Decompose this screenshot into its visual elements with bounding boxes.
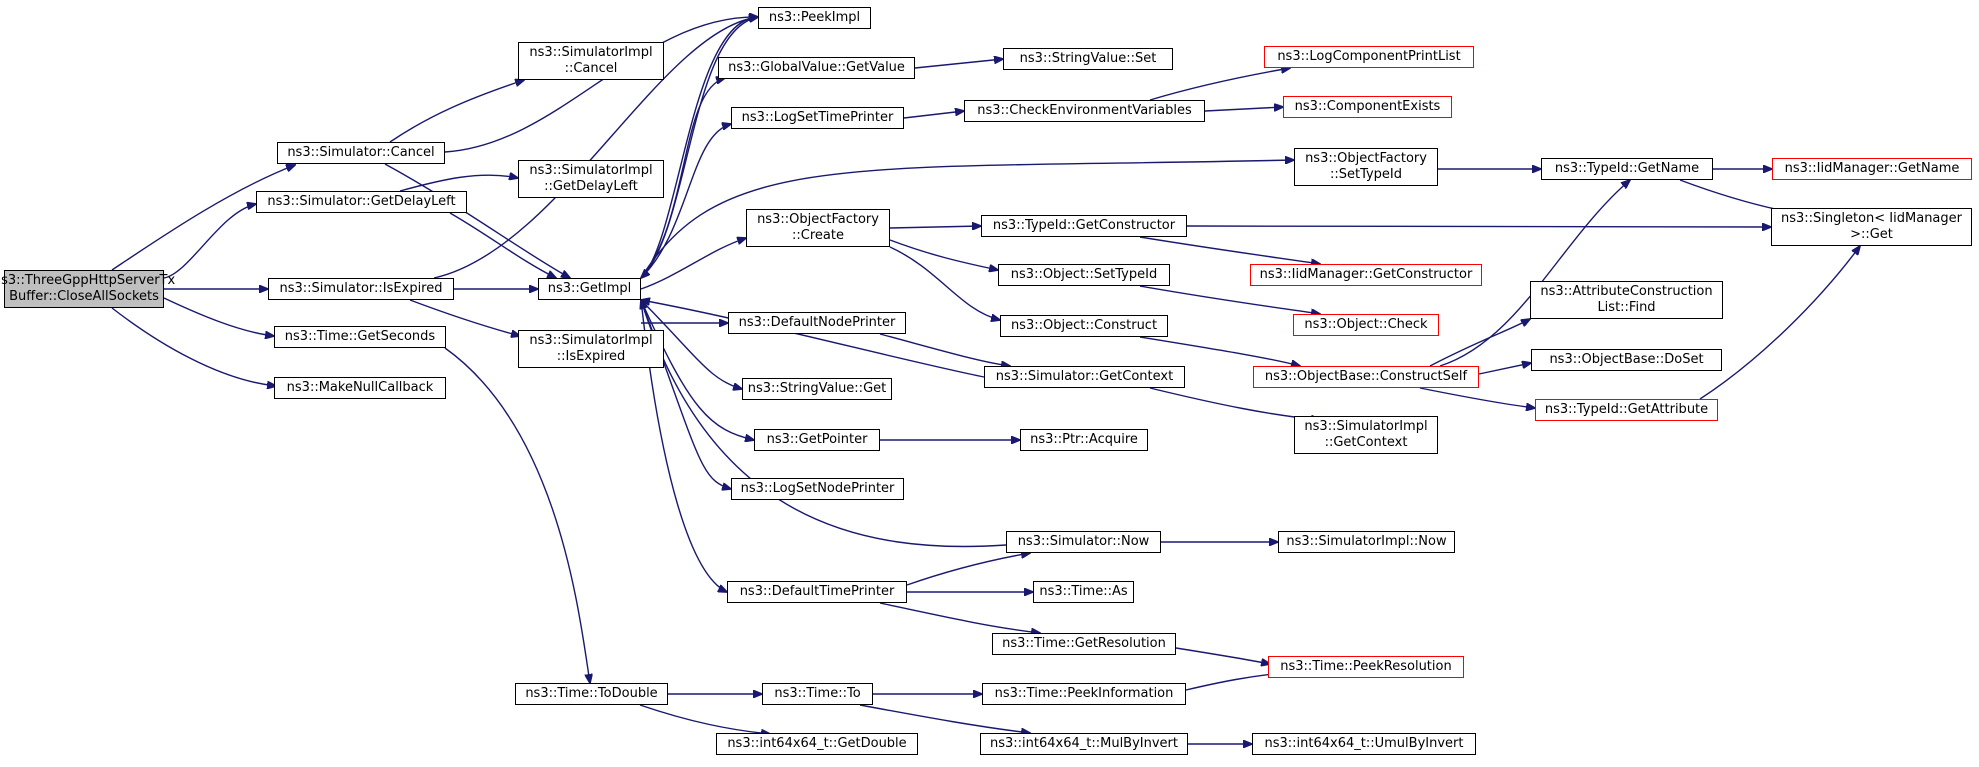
edge-time-to-int64-mulbyinvert — [859, 704, 1030, 733]
edge-getimpl-objectfactory-create — [640, 238, 746, 290]
node-makenullcallback[interactable]: ns3::MakeNullCallback — [274, 377, 446, 399]
edge-object-settypeid-object-check — [1139, 285, 1320, 314]
node-simulatorimpl-now[interactable]: ns3::SimulatorImpl::Now — [1278, 531, 1455, 553]
edge-getimpl-globalvalue-getvalue — [640, 78, 725, 279]
edge-root-makenullcallback — [111, 307, 276, 386]
node-time-peekresolution[interactable]: ns3::Time::PeekResolution — [1268, 656, 1464, 678]
node-ptr-acquire[interactable]: ns3::Ptr::Acquire — [1020, 429, 1148, 451]
edge-peekimpl-getimpl — [641, 16, 759, 278]
node-objectfactory-create[interactable]: ns3::ObjectFactory ::Create — [746, 209, 890, 247]
node-simulator-cancel[interactable]: ns3::Simulator::Cancel — [277, 142, 445, 164]
edge-globalvalue-getvalue-stringvalue-set — [914, 59, 1003, 69]
edge-sim-getdelayleft-simimpl-getdelayleft — [399, 175, 518, 192]
node-int64x64-mulbyinvert[interactable]: ns3::int64x64_t::MulByInvert — [980, 733, 1188, 755]
node-objectfactory-settypeid[interactable]: ns3::ObjectFactory ::SetTypeId — [1294, 148, 1438, 186]
node-stringvalue-set[interactable]: ns3::StringValue::Set — [1003, 48, 1173, 70]
edge-object-construct-objectbase-constructself — [1139, 336, 1300, 366]
edge-root-sim-getdelayleft — [163, 204, 256, 279]
node-objectbase-doset[interactable]: ns3::ObjectBase::DoSet — [1531, 349, 1722, 371]
node-simulatorimpl-getdelayleft[interactable]: ns3::SimulatorImpl ::GetDelayLeft — [518, 160, 664, 198]
edge-root-time-getseconds — [163, 297, 274, 336]
node-getimpl[interactable]: ns3::GetImpl — [538, 278, 641, 300]
node-globalvalue-getvalue[interactable]: ns3::GlobalValue::GetValue — [718, 57, 915, 79]
node-iidmanager-getconstructor[interactable]: ns3::IidManager::GetConstructor — [1250, 264, 1482, 286]
node-object-check[interactable]: ns3::Object::Check — [1293, 314, 1439, 336]
edge-root-sim-cancel — [111, 165, 295, 271]
edge-objectbase-constructself-attrconstruction-find — [1429, 319, 1530, 367]
edge-sim-getcontext-getimpl — [641, 300, 985, 378]
edge-objectbase-constructself-objectbase-doset — [1478, 363, 1531, 375]
node-logsettimeprinter[interactable]: ns3::LogSetTimePrinter — [731, 107, 904, 129]
node-iidmanager-getname[interactable]: ns3::IidManager::GetName — [1772, 158, 1972, 180]
node-simulator-getcontext[interactable]: ns3::Simulator::GetContext — [984, 366, 1185, 388]
edge-getimpl-objectfactory-settypeid — [640, 160, 1294, 279]
node-typeid-getname[interactable]: ns3::TypeId::GetName — [1541, 158, 1713, 180]
node-typeid-getconstructor[interactable]: ns3::TypeId::GetConstructor — [981, 215, 1187, 237]
edge-defaulttimeprinter-sim-now — [906, 553, 1030, 586]
edge-sim-isexpired-simimpl-isexpired — [409, 299, 520, 336]
node-simulatorimpl-getcontext[interactable]: ns3::SimulatorImpl ::GetContext — [1294, 416, 1438, 454]
node-typeid-getattribute[interactable]: ns3::TypeId::GetAttribute — [1535, 399, 1718, 421]
edge-checkenv-componentexists — [1204, 107, 1283, 112]
node-time-to[interactable]: ns3::Time::To — [762, 683, 873, 705]
edge-typeid-getconstructor-iidmanager-getconstructor — [1139, 236, 1320, 264]
node-stringvalue-get[interactable]: ns3::StringValue::Get — [742, 378, 892, 400]
node-checkenvironmentvariables[interactable]: ns3::CheckEnvironmentVariables — [964, 100, 1205, 122]
node-object-construct[interactable]: ns3::Object::Construct — [1000, 315, 1168, 337]
edge-sim-isexpired-peekimpl — [433, 17, 758, 279]
edge-objectfactory-create-typeid-getconstructor — [889, 226, 981, 228]
node-logsetnodeprinter[interactable]: ns3::LogSetNodePrinter — [731, 478, 904, 500]
node-simulator-getdelayleft[interactable]: ns3::Simulator::GetDelayLeft — [256, 191, 467, 213]
edge-getimpl-logsettimeprinter — [640, 124, 731, 279]
edge-sim-cancel-getimpl — [384, 163, 570, 278]
edge-defaultnodeprinter-sim-getcontext — [879, 333, 1010, 366]
edge-objectfactory-create-object-settypeid — [889, 239, 998, 270]
edge-sim-now-getimpl — [641, 300, 1007, 548]
edge-defaulttimeprinter-time-getresolution — [879, 602, 1040, 633]
edge-objectfactory-create-object-construct — [889, 246, 1000, 320]
node-attributeconstructionlist-find[interactable]: ns3::AttributeConstruction List::Find — [1530, 281, 1723, 319]
node-defaulttimeprinter[interactable]: ns3::DefaultTimePrinter — [727, 581, 907, 603]
node-defaultnodeprinter[interactable]: ns3::DefaultNodePrinter — [728, 312, 906, 334]
node-simulator-isexpired[interactable]: ns3::Simulator::IsExpired — [268, 278, 454, 300]
edge-sim-cancel-peekimpl — [444, 17, 758, 153]
node-objectbase-constructself[interactable]: ns3::ObjectBase::ConstructSelf — [1253, 366, 1479, 388]
node-simulatorimpl-cancel[interactable]: ns3::SimulatorImpl ::Cancel — [518, 42, 664, 80]
node-getpointer[interactable]: ns3::GetPointer — [754, 429, 880, 451]
node-int64x64-getdouble[interactable]: ns3::int64x64_t::GetDouble — [716, 733, 918, 755]
edge-getimpl-stringvalue-get — [640, 299, 742, 389]
edge-typeid-getconstructor-singleton-get — [1186, 226, 1771, 227]
edge-sim-cancel-simimpl-cancel — [389, 80, 524, 143]
node-object-settypeid[interactable]: ns3::Object::SetTypeId — [998, 264, 1170, 286]
node-componentexists[interactable]: ns3::ComponentExists — [1283, 96, 1452, 118]
edge-sim-getdelayleft-getimpl — [449, 212, 556, 278]
node-simulatorimpl-isexpired[interactable]: ns3::SimulatorImpl ::IsExpired — [518, 330, 664, 368]
node-time-as[interactable]: ns3::Time::As — [1033, 581, 1134, 603]
edge-time-todouble-int64-getdouble — [639, 704, 770, 734]
node-time-getresolution[interactable]: ns3::Time::GetResolution — [992, 633, 1176, 655]
node-logcomponentprintlist[interactable]: ns3::LogComponentPrintList — [1264, 46, 1474, 68]
edge-time-getseconds-time-todouble — [444, 347, 590, 683]
edge-checkenv-logcomponentprintlist — [1149, 68, 1290, 101]
node-threegpphttpservertxbuffer-closeallsockets[interactable]: ns3::ThreeGppHttpServerTx Buffer::CloseA… — [0, 270, 175, 308]
edge-typeid-getattribute-singleton-get — [1699, 246, 1860, 400]
edge-objectbase-constructself-typeid-getattribute — [1419, 387, 1535, 408]
node-int64x64-umulbyinvert[interactable]: ns3::int64x64_t::UmulByInvert — [1252, 733, 1476, 755]
node-simulator-now[interactable]: ns3::Simulator::Now — [1006, 531, 1161, 553]
node-peekimpl[interactable]: ns3::PeekImpl — [758, 7, 871, 29]
node-singleton-iidmanager-get[interactable]: ns3::Singleton< IidManager >::Get — [1771, 208, 1972, 246]
edge-logsettimeprinter-checkenv — [903, 111, 964, 119]
node-time-peekinformation[interactable]: ns3::Time::PeekInformation — [982, 683, 1186, 705]
node-time-getseconds[interactable]: ns3::Time::GetSeconds — [274, 326, 446, 348]
edge-time-getresolution-time-peekresolution — [1175, 647, 1270, 664]
node-time-todouble[interactable]: ns3::Time::ToDouble — [515, 683, 668, 705]
